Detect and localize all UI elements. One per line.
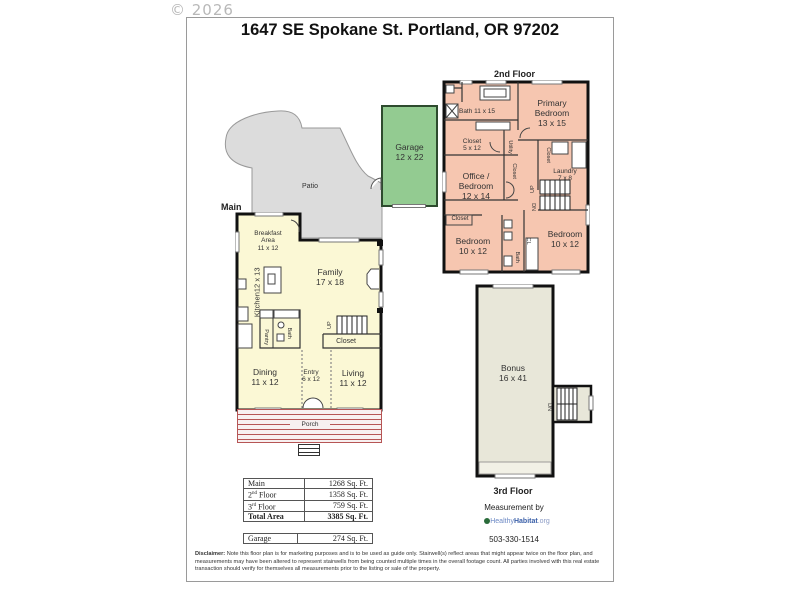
laundry-label: Laundry: [553, 168, 577, 175]
breakfast-dim: 11 x 12: [257, 244, 279, 252]
entry-label: Entry: [303, 369, 319, 376]
office-dim: 12 x 14: [462, 190, 490, 201]
second-floor-label: 2nd Floor: [494, 69, 535, 79]
entry-dim: 6 x 12: [302, 376, 320, 384]
cl-label: CL: [525, 237, 532, 245]
office-label-2: Bedroom: [458, 180, 494, 191]
laundry-dim: 7 x 8: [557, 175, 573, 183]
door-swing-icon: [370, 177, 382, 190]
third-floor-label: 3rd Floor: [493, 486, 533, 496]
utility-label: Utility: [507, 140, 514, 154]
pantry-label: Pantry: [263, 329, 270, 346]
breakfast-label-2: Area: [261, 237, 275, 245]
third-floor-plan: [475, 284, 594, 479]
living-label: Living: [341, 368, 365, 378]
bonus-label: Bonus: [500, 363, 526, 373]
second-closet-dim: 5 x 12: [463, 145, 481, 153]
bedroom-left-dim: 10 x 12: [459, 245, 487, 256]
row-label: 2nd Floor: [242, 488, 306, 501]
garage-dim: 12 x 22: [395, 151, 424, 162]
measurement-label: Measurement by: [484, 503, 544, 512]
main-floor-label: Main: [221, 202, 242, 212]
kitchen-label: Kitchen12 x 13: [252, 267, 262, 318]
primary-bedroom-dim: 13 x 15: [538, 117, 566, 128]
phone-number: 503-330-1514: [489, 535, 539, 544]
garage-area-table: Garage 274 Sq. Ft.: [242, 533, 373, 544]
living-dim: 11 x 12: [339, 377, 367, 388]
healthy-habitat-logo: HealthyHabitat.org: [482, 518, 552, 525]
garage-label: Garage: [395, 142, 424, 152]
porch-label: Porch: [290, 421, 330, 429]
bedroom-right-dim: 10 x 12: [551, 238, 579, 249]
bonus-dim: 16 x 41: [499, 372, 527, 383]
table-row: Garage 274 Sq. Ft.: [242, 533, 373, 544]
table-row: Main 1268 Sq. Ft.: [242, 478, 373, 489]
main-floor-plan: [235, 212, 384, 412]
bottom-closet-label: Closet: [451, 216, 469, 222]
second-floor-plan: [442, 80, 590, 275]
row-value: 1268 Sq. Ft.: [304, 478, 373, 489]
patio-label: Patio: [302, 183, 318, 190]
row-value: 759 Sq. Ft.: [304, 499, 373, 513]
dining-dim: 11 x 12: [251, 376, 279, 387]
disclaimer-text: Disclaimer: Note this floor plan is for …: [195, 551, 600, 573]
office-closet-label: Closet: [511, 163, 518, 179]
bedroom-left-label: Bedroom: [455, 236, 491, 246]
second-bath2-label: Bath: [514, 251, 521, 263]
second-up-label: UP: [529, 185, 536, 193]
family-dim: 17 x 18: [316, 276, 344, 287]
porch-steps: [298, 444, 320, 456]
patio-shape: [224, 110, 383, 238]
second-bath-label: Bath 11 x 15: [458, 108, 496, 115]
main-up-label: UP: [326, 321, 333, 329]
main-closet-label: Closet: [336, 338, 356, 345]
area-table: Main 1268 Sq. Ft. 2nd Floor 1358 Sq. Ft.…: [242, 478, 373, 523]
garage-door: [392, 204, 426, 208]
primary-bedroom-label-2: Bedroom: [534, 107, 570, 118]
family-label: Family: [317, 267, 343, 277]
small-closet-label: Closet: [545, 147, 552, 163]
row-label: Garage: [242, 533, 299, 544]
breakfast-label: Breakfast: [254, 230, 282, 237]
bedroom-right-label: Bedroom: [547, 229, 583, 239]
row-value: 3385 Sq. Ft.: [304, 511, 373, 523]
primary-bedroom-label: Primary: [537, 98, 567, 108]
second-dn-label: DN: [530, 203, 537, 212]
dining-label: Dining: [252, 367, 278, 377]
second-closet-label: Closet: [462, 138, 482, 145]
table-row-total: Total Area 3385 Sq. Ft.: [242, 511, 373, 523]
globe-icon: [484, 518, 491, 525]
table-row: 2nd Floor 1358 Sq. Ft.: [242, 488, 373, 501]
row-value: 274 Sq. Ft.: [297, 533, 373, 544]
main-bath-label: Bath: [286, 327, 293, 339]
row-label: Total Area: [242, 511, 306, 523]
page-title: 1647 SE Spokane St. Portland, OR 97202: [240, 21, 560, 39]
third-dn-label: DN: [546, 403, 553, 412]
row-label: 3rd Floor: [242, 499, 306, 513]
office-label: Office /: [462, 171, 490, 181]
row-value: 1358 Sq. Ft.: [304, 488, 373, 501]
table-row: 3rd Floor 759 Sq. Ft.: [242, 499, 373, 513]
row-label: Main: [242, 478, 306, 489]
copyright-watermark: © 2026: [170, 1, 234, 19]
